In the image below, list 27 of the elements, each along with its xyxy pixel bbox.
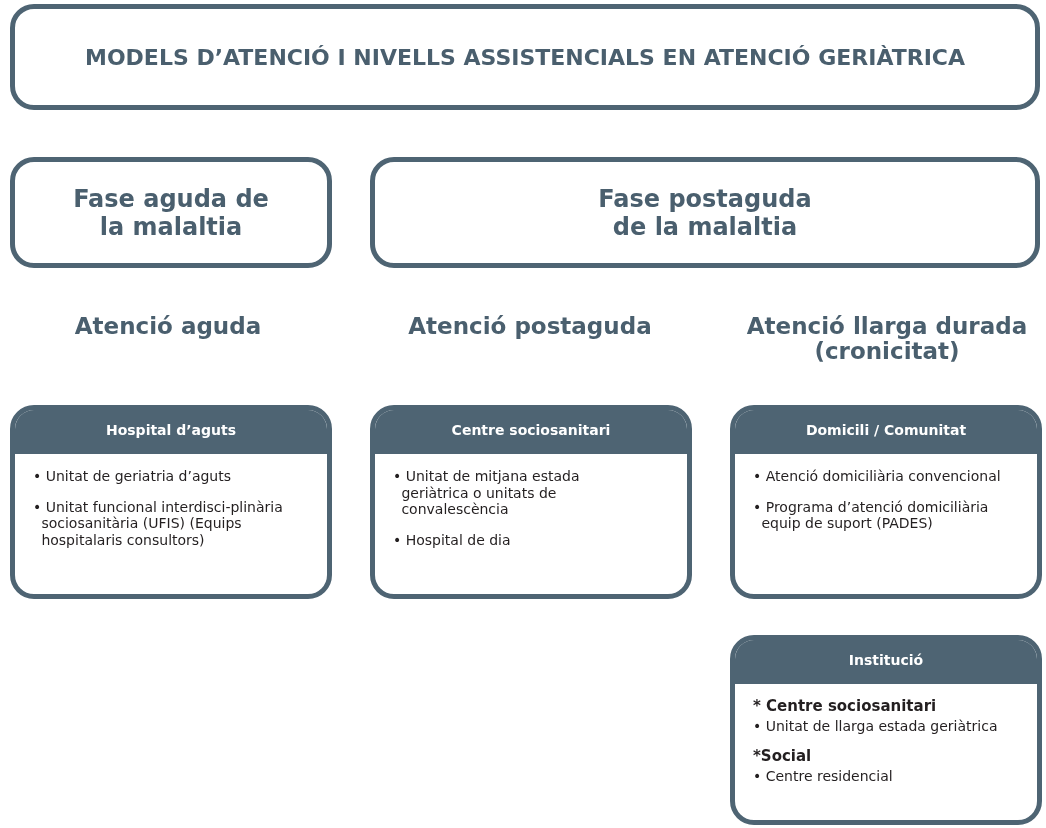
bullet-item: • Centre residencial <box>753 767 894 785</box>
phase-heading: Fase postaguda de la malaltia <box>597 184 813 241</box>
bullet-item: • Unitat funcional interdisci-plinària sociosanitària (UFIS) (Equips hospitalaris consultors) <box>33 498 284 549</box>
bullet-item: • Hospital de dia <box>393 531 512 549</box>
bullet-item: • Unitat de geriatria d’aguts <box>33 468 233 485</box>
bullet-item: • Programa d’atenció domiciliària equip de suport (PADES) <box>753 498 990 532</box>
card-header: Centre sociosanitari <box>375 410 687 454</box>
bullet-item: • Unitat de llarga estada geriàtrica <box>753 717 999 735</box>
bullet-item: • Unitat de mitjana estada geriàtrica o unitats de convalescència <box>393 468 581 518</box>
column-heading: Atenció aguda <box>73 314 263 340</box>
heading-box <box>370 157 1040 268</box>
info-card <box>730 405 1042 599</box>
card-header: Institució <box>735 640 1037 684</box>
info-card <box>10 405 332 599</box>
card-header: Hospital d’aguts <box>15 410 327 454</box>
phase-heading: Fase aguda de la malaltia <box>72 184 270 241</box>
subheading: * Centre sociosanitari <box>753 698 938 716</box>
card-header: Domicili / Comunitat <box>735 410 1037 454</box>
subheading: *Social <box>753 748 813 766</box>
info-card <box>370 405 692 599</box>
column-heading: Atenció postaguda <box>407 314 653 340</box>
heading-box <box>10 4 1040 110</box>
title: MODELS D’ATENCIÓ I NIVELLS ASSISTENCIALS EN ATENCIÓ GERIÀTRICA <box>85 44 965 70</box>
bullet-item: • Atenció domiciliària convencional <box>753 468 1002 485</box>
info-card <box>730 635 1042 825</box>
heading-box <box>10 157 332 268</box>
column-heading: Atenció llarga durada (cronicitat) <box>745 314 1029 365</box>
